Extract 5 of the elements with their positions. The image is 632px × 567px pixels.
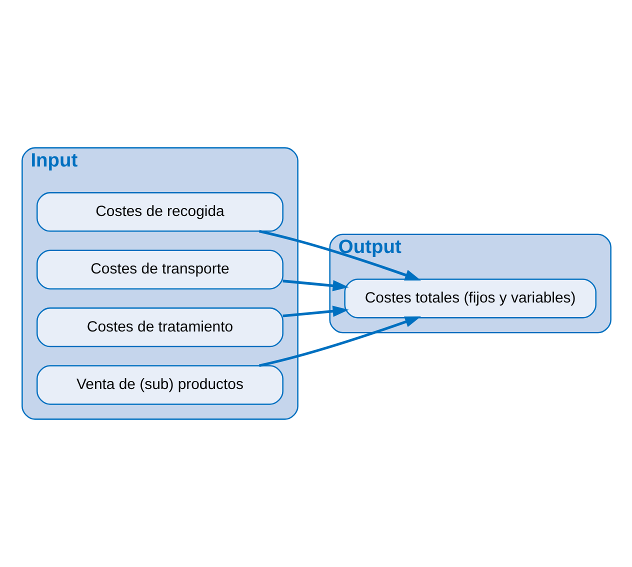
node-box: Costes de transporte [36, 250, 283, 290]
node-box: Costes totales (fijos y variables) [344, 278, 596, 318]
node-box: Costes de tratamiento [36, 307, 283, 348]
node-box: Venta de (sub) productos [36, 365, 283, 405]
node-box: Costes de recogida [36, 192, 283, 232]
